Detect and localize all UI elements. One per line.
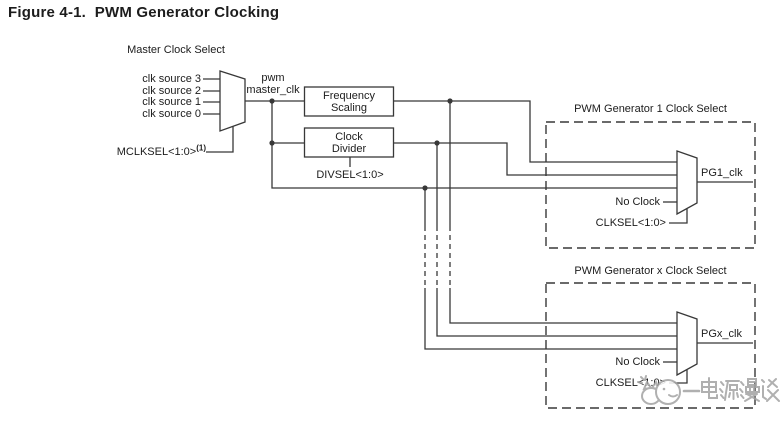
junction-dot xyxy=(447,98,453,104)
clk-source-2-label: clk source 2 xyxy=(142,85,201,97)
junction-dots xyxy=(269,98,453,191)
pwm-label-line1: pwm xyxy=(261,72,285,84)
pg1-title: PWM Generator 1 Clock Select xyxy=(574,103,727,115)
frequency-scaling-line2: Scaling xyxy=(330,102,368,114)
mclksel-text: MCLKSEL<1:0> xyxy=(116,146,197,158)
divsel-label: DIVSEL<1:0> xyxy=(316,169,384,181)
master-mux-shape xyxy=(219,70,246,132)
pgx-mux-shape xyxy=(676,311,698,377)
bus-drop-solid-top xyxy=(424,101,451,226)
frequency-scaling-box xyxy=(303,86,395,117)
pg1-clksel-line xyxy=(669,209,688,224)
frequency-scaling-line1: Frequency xyxy=(323,90,375,102)
master-clock-select-label: Master Clock Select xyxy=(127,44,225,56)
master-clk-bus-line xyxy=(271,101,677,189)
pg1-clksel-label: CLKSEL<1:0> xyxy=(595,217,666,229)
clock-routing xyxy=(245,100,677,350)
pg1-no-clock-label: No Clock xyxy=(615,196,660,208)
freq-scaling-out-line xyxy=(394,100,677,163)
pgx-output-label: PGx_clk xyxy=(701,328,742,340)
junction-dot xyxy=(422,185,428,191)
clk-source-0-label: clk source 0 xyxy=(142,108,201,120)
frequency-scaling-label: Frequency Scaling xyxy=(305,90,393,114)
pwm-master-clk-label: pwm master_clk xyxy=(240,72,306,96)
mclksel-label: MCLKSEL<1:0>(1) xyxy=(98,143,206,158)
pgx-clksel-label: CLKSEL<1:0> xyxy=(595,377,666,389)
pg1-clock-select-group xyxy=(545,121,756,249)
clock-divider-line1: Clock xyxy=(335,131,363,143)
pg1-dashed-box xyxy=(545,121,756,249)
pwm-label-line2: master_clk xyxy=(246,84,300,96)
mclksel-footnote: (1) xyxy=(196,143,206,153)
junction-dot xyxy=(269,98,275,104)
bus-drop-solid-bottom xyxy=(424,288,677,350)
clk-source-3-label: clk source 3 xyxy=(142,73,201,85)
clk-source-1-label: clk source 1 xyxy=(142,96,201,108)
mclksel-select-line xyxy=(206,126,234,153)
figure-title: Figure 4-1. PWM Generator Clocking xyxy=(8,4,280,21)
clock-divider-label: Clock Divider xyxy=(305,131,393,155)
pgx-clock-select-group xyxy=(545,282,756,409)
pgx-title: PWM Generator x Clock Select xyxy=(574,265,727,277)
bus-drop-dashed xyxy=(424,226,451,288)
junction-dot xyxy=(269,140,275,146)
pgx-dashed-box xyxy=(545,282,756,409)
clock-divider-line2: Divider xyxy=(331,143,367,155)
pg1-output-label: PG1_clk xyxy=(701,167,743,179)
pgx-no-clock-label: No Clock xyxy=(615,356,660,368)
clock-divider-box xyxy=(303,127,395,158)
pg1-mux-shape xyxy=(676,150,698,216)
clk-source-input-lines xyxy=(203,78,220,115)
master-clock-mux xyxy=(203,70,246,153)
junction-dot xyxy=(434,140,440,146)
